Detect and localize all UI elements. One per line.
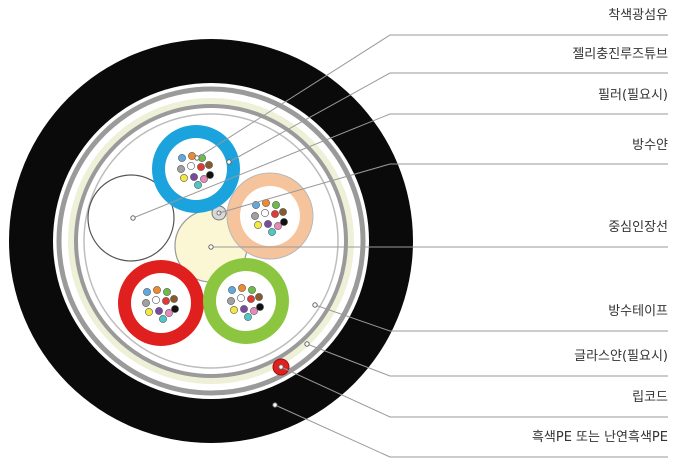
dot-colored-fiber [194,155,200,161]
optical-fiber [142,299,150,307]
optical-fiber [170,295,178,303]
label-colored-fiber: 착색광섬유 [608,8,668,23]
dot-loose-tube [226,159,232,165]
leader-filler [132,113,668,219]
optical-fiber [200,175,208,183]
optical-fiber [268,228,276,236]
loose-tube-orange [226,172,314,260]
label-glass-yarn: 글라스얀(필요시) [574,349,668,364]
optical-fiber [190,173,198,181]
loose-tube-blue [152,125,240,213]
optical-fiber [153,286,161,294]
loose-tube-green [203,258,289,344]
optical-fiber [178,154,186,162]
label-loose-tube: 젤리충진루즈튜브 [572,47,668,62]
optical-fiber [254,221,262,229]
optical-fiber [206,171,214,179]
optical-fiber [237,294,245,302]
optical-fiber [247,295,255,303]
optical-fiber [256,303,264,311]
optical-fiber [250,307,258,315]
glass-yarn-ring [56,86,366,396]
leader-water-tape [314,304,668,332]
label-center-member: 중심인장선 [608,220,668,235]
optical-fiber [280,218,288,226]
leader-glass-yarn [306,343,668,377]
optical-fiber [279,208,287,216]
leader-dots [130,155,318,408]
optical-fiber [255,293,263,301]
dot-glass-yarn [304,341,310,347]
leader-lines [132,34,668,458]
optical-fiber [171,305,179,313]
optical-fiber [205,161,213,169]
leader-jacket [274,404,668,458]
optical-fiber [155,307,163,315]
dot-center-member [208,244,214,250]
label-water-tape: 방수테이프 [608,304,668,319]
optical-fiber [143,288,151,296]
leader-ripcord [280,366,668,418]
tube-gel [216,271,276,331]
tube-gel [131,273,191,333]
label-filler: 필러(필요시) [598,88,668,103]
leader-colored-fiber [196,34,668,159]
label-jacket: 흑색PE 또는 난연흑색PE [531,430,668,445]
dot-ripcord [278,364,284,370]
optical-fiber [145,308,153,316]
optical-fiber [177,165,185,173]
optical-fiber [264,220,272,228]
optical-fiber [194,181,202,189]
optical-fiber [227,297,235,305]
leader-water-yarn [218,163,668,214]
optical-fiber [272,201,280,209]
dot-water-tape [312,302,318,308]
optical-fiber [228,286,236,294]
optical-fiber [152,296,160,304]
optical-fiber [271,210,279,218]
optical-fiber [187,162,195,170]
optical-fiber [159,315,167,323]
optical-fiber [180,174,188,182]
optical-fiber [165,309,173,317]
dot-filler [130,215,136,221]
optical-fiber [162,297,170,305]
loose-tube-red [118,260,204,346]
tube-gel [165,138,227,200]
tube-gel [240,186,300,246]
optical-fiber [238,284,246,292]
optical-fiber [197,163,205,171]
optical-fiber [240,305,248,313]
optical-fiber [244,313,252,321]
optical-fiber [251,212,259,220]
label-water-yarn: 방수얀 [632,138,668,153]
optical-fiber [261,209,269,217]
dot-jacket [272,402,278,408]
label-ripcord: 립코드 [632,390,668,405]
optical-fiber [230,306,238,314]
optical-fiber [163,288,171,296]
optical-fiber [248,286,256,294]
optical-fiber [274,222,282,230]
leader-loose-tube [228,72,668,163]
